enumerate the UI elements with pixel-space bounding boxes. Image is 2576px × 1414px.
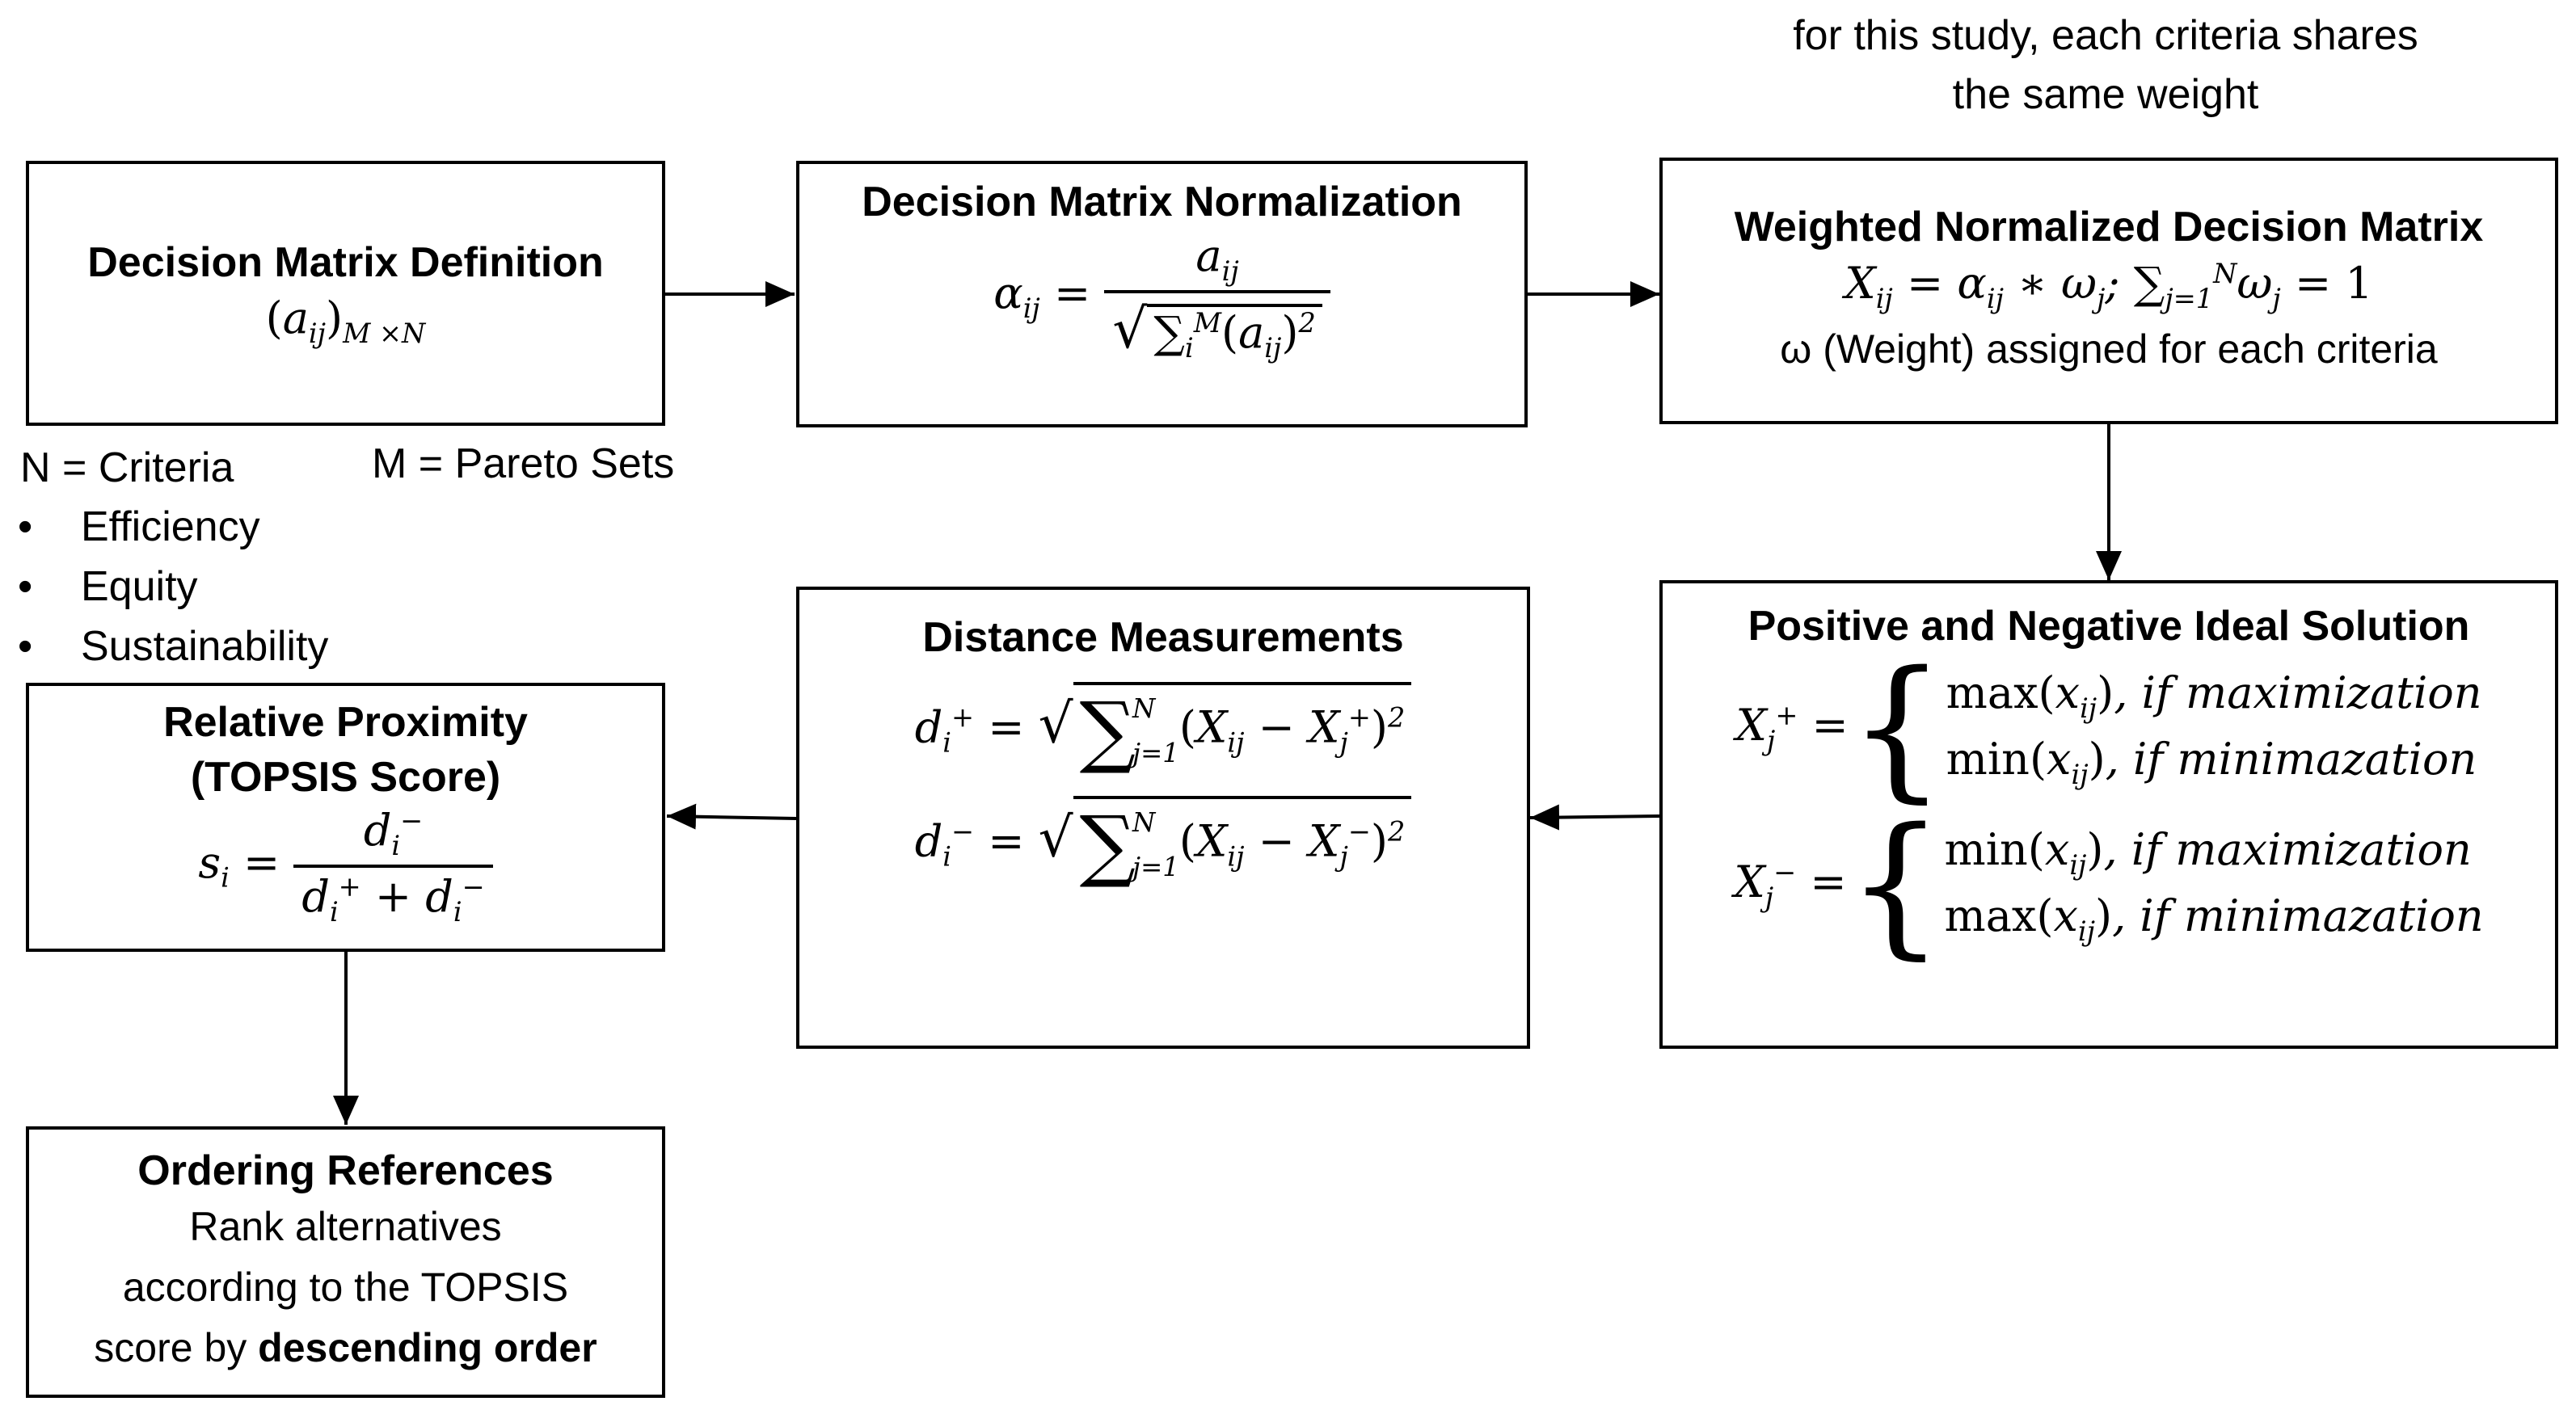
- normalization-title: Decision Matrix Normalization: [862, 179, 1462, 225]
- proximity-formula: si = di− di+ + di−: [198, 805, 493, 927]
- weight-note: for this study, each criteria shares the…: [1738, 6, 2473, 124]
- ideal-plus-formula: Xj+ = { max(xij), if maximization min(xi…: [1735, 638, 2482, 818]
- pareto-sets-label: M = Pareto Sets: [372, 440, 675, 487]
- weighted-formula: Xij = αij ∗ ωj; ∑j=1Nωj = 1: [1845, 257, 2373, 314]
- criteria-count-label: N = Criteria: [20, 444, 234, 491]
- weighted-normalized-matrix-box: Weighted Normalized Decision Matrix Xij …: [1659, 158, 2558, 424]
- criteria-item-efficiency: Efficiency: [18, 498, 328, 558]
- weighted-note: ω (Weight) assigned for each criteria: [1780, 326, 2438, 372]
- ordering-line-3-plain: score by: [94, 1324, 259, 1370]
- criteria-item-equity: Equity: [18, 558, 328, 617]
- arrow-distance-to-proximity: [666, 803, 797, 830]
- ideal-solution-box: Positive and Negative Ideal Solution Xj+…: [1659, 580, 2558, 1049]
- relative-proximity-box: Relative Proximity (TOPSIS Score) si = d…: [26, 683, 665, 952]
- definition-formula: (aij)M ×N: [265, 292, 426, 350]
- ordering-line-1: Rank alternatives: [189, 1203, 502, 1249]
- decision-matrix-definition-box: Decision Matrix Definition (aij)M ×N: [26, 161, 665, 426]
- decision-matrix-normalization-box: Decision Matrix Normalization αij = aij …: [796, 161, 1528, 427]
- arrow-ideal-to-distance: [1529, 804, 1660, 831]
- ordering-references-box: Ordering References Rank alternatives ac…: [26, 1126, 665, 1398]
- ordering-title: Ordering References: [137, 1147, 554, 1195]
- criteria-item-sustainability: Sustainability: [18, 617, 328, 677]
- ordering-line-3: score by descending order: [94, 1318, 597, 1378]
- definition-title: Decision Matrix Definition: [87, 238, 604, 286]
- distance-title: Distance Measurements: [922, 614, 1404, 661]
- proximity-title-line-2: (TOPSIS Score): [190, 754, 501, 802]
- weighted-title: Weighted Normalized Decision Matrix: [1734, 204, 2484, 251]
- weight-note-line-2: the same weight: [1952, 70, 2259, 118]
- ordering-line-3-bold: descending order: [258, 1324, 597, 1370]
- weight-note-line-1: for this study, each criteria shares: [1793, 12, 2418, 59]
- ideal-minus-formula: Xj− = { min(xij), if maximization max(xi…: [1734, 795, 2484, 974]
- proximity-title-line-1: Relative Proximity: [163, 699, 528, 746]
- criteria-list: Efficiency Equity Sustainability: [18, 498, 328, 676]
- ordering-line-2: according to the TOPSIS: [122, 1264, 569, 1310]
- normalization-formula: αij = aij √∑iM(aij)2: [993, 230, 1330, 364]
- ideal-title: Positive and Negative Ideal Solution: [1748, 603, 2470, 650]
